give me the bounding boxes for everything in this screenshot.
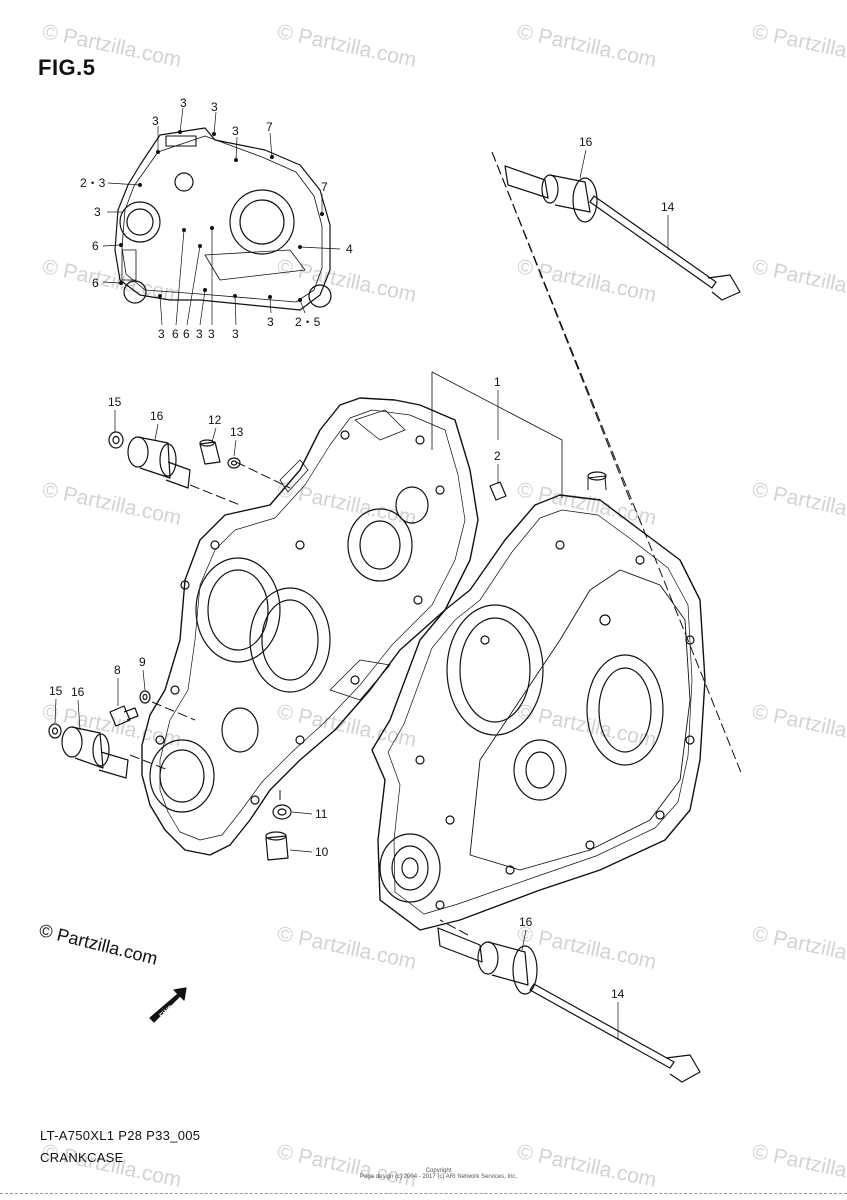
callout-inset: 7 <box>266 120 273 134</box>
callout-15: 15 <box>108 395 122 409</box>
bolt-14-lower <box>529 983 701 1083</box>
nut-15-lower <box>48 723 62 739</box>
inset-bore-left <box>119 201 161 243</box>
callout-inset: 6 <box>172 327 179 341</box>
callout-inset: 4 <box>346 242 353 256</box>
model-code: LT-A750XL1 P28 P33_005 <box>40 1128 201 1143</box>
drain-plug-10 <box>265 831 289 861</box>
inset-cover-plate <box>165 135 197 147</box>
assembly-guides <box>129 151 743 936</box>
left-crankcase-half <box>141 397 479 856</box>
callout-inset: 3 <box>94 205 101 219</box>
fwd-arrow-icon <box>149 987 187 1023</box>
washer-13 <box>227 457 241 469</box>
washer-11 <box>272 804 292 820</box>
bolt-14-upper <box>589 195 741 301</box>
dowel-pin-2 <box>489 481 507 501</box>
callout-inset: 3 <box>232 327 239 341</box>
bolt-8 <box>109 705 139 727</box>
callout-16: 16 <box>519 915 533 929</box>
callout-inset: 2・5 <box>295 315 321 329</box>
callout-inset: 7 <box>321 180 328 194</box>
callout-inset: 6 <box>92 239 99 253</box>
washer-9 <box>139 690 151 704</box>
callout-inset: 6 <box>92 276 99 290</box>
callout-16: 16 <box>579 135 593 149</box>
callout-9: 9 <box>139 655 146 669</box>
fwd-label: FWD <box>159 1004 176 1020</box>
callout-inset: 2・3 <box>80 176 106 190</box>
nut-15-upper <box>108 431 124 449</box>
callout-15: 15 <box>49 684 63 698</box>
right-crank-bore <box>586 654 664 766</box>
inset-leaders <box>102 107 341 326</box>
callout-12: 12 <box>208 413 222 427</box>
callout-inset: 3 <box>208 327 215 341</box>
right-oil-seal-boss <box>379 833 441 903</box>
left-cylinder-bore-lower <box>249 587 331 693</box>
callout-inset: 3 <box>267 315 274 329</box>
section-title: CRANKCASE <box>40 1150 124 1165</box>
callout-14: 14 <box>611 987 625 1001</box>
footer-copyright: Copyright Page design (c) 2004 - 2017 (c… <box>360 1168 518 1180</box>
callout-inset: 3 <box>232 124 239 138</box>
callout-inset: 3 <box>180 96 187 110</box>
left-crank-bore <box>347 508 413 582</box>
callout-16: 16 <box>150 409 164 423</box>
callout-inset: 6 <box>183 327 190 341</box>
callout-14: 14 <box>661 200 675 214</box>
bearing-16-left-upper <box>127 436 191 489</box>
callout-inset: 3 <box>196 327 203 341</box>
inset-case-outline <box>114 127 331 311</box>
callout-10: 10 <box>315 845 329 859</box>
callout-13: 13 <box>230 425 244 439</box>
inset-bore-center <box>229 189 295 255</box>
callout-11: 11 <box>315 807 328 821</box>
callout-inset: 3 <box>211 100 218 114</box>
bearing-16-upper <box>504 165 598 223</box>
callout-inset: 3 <box>152 114 159 128</box>
callout-2: 2 <box>494 449 501 463</box>
right-cylinder-bore <box>446 604 544 736</box>
callout-8: 8 <box>114 663 121 677</box>
bearing-16-lower <box>437 927 538 995</box>
right-crankcase-half <box>371 471 706 931</box>
main-leaders <box>54 149 669 1040</box>
bearing-16-left-lower <box>61 726 129 779</box>
callout-1: 1 <box>494 375 501 389</box>
left-cylinder-bore-upper <box>195 557 281 663</box>
right-gasket-line <box>469 569 691 871</box>
inset-bore-lower <box>123 280 147 304</box>
figure-label: FIG.5 <box>38 55 96 80</box>
part-1-bracket <box>431 371 563 498</box>
callout-16: 16 <box>71 685 85 699</box>
inset-crankcase-view <box>102 107 341 326</box>
stud-12 <box>199 439 221 465</box>
page-divider <box>0 1193 847 1194</box>
callout-inset: 3 <box>158 327 165 341</box>
